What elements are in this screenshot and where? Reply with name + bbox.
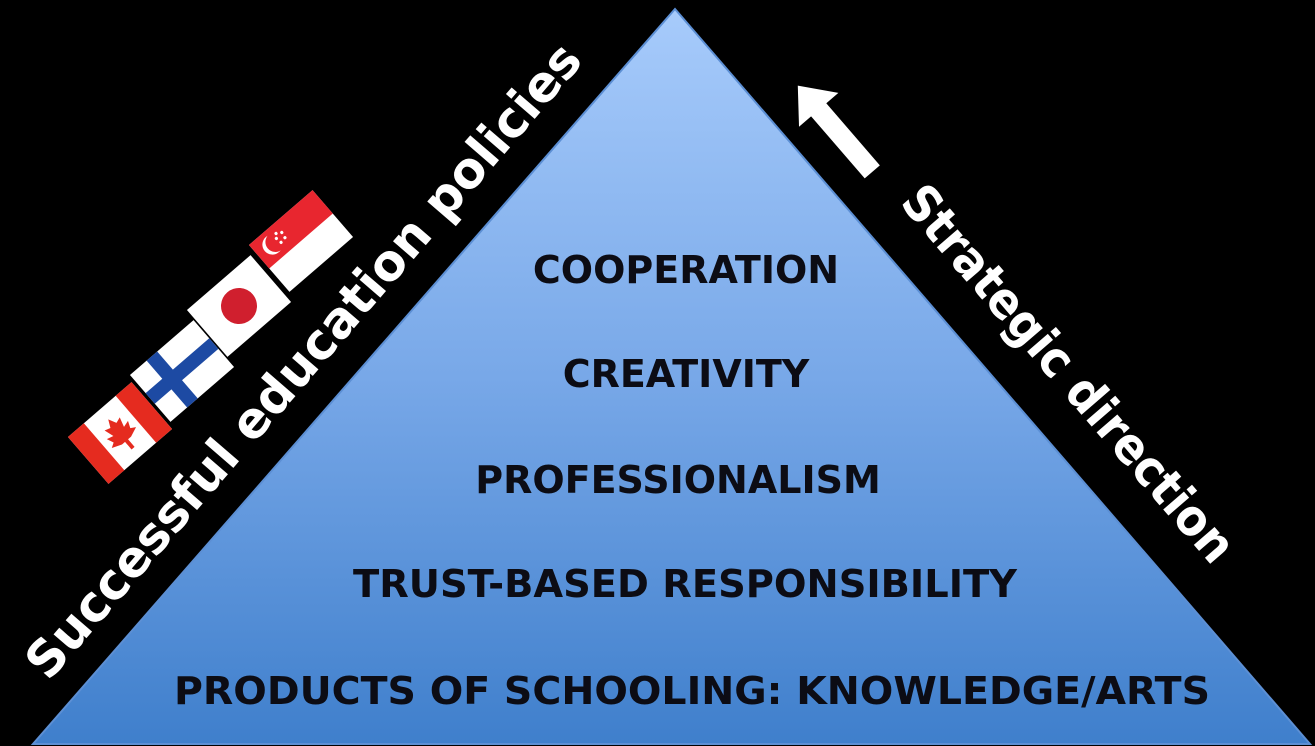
level-products-of-schooling: PRODUCTS OF SCHOOLING: KNOWLEDGE/ARTS — [174, 669, 1210, 713]
japan-flag-icon — [186, 255, 292, 357]
level-cooperation: COOPERATION — [533, 248, 839, 292]
level-professionalism: PROFESSIONALISM — [475, 458, 881, 502]
up-arrow-icon — [797, 85, 880, 179]
level-trust-based-responsibility: TRUST-BASED RESPONSIBILITY — [353, 562, 1017, 606]
canada-flag-icon — [67, 382, 173, 484]
singapore-flag-icon — [248, 190, 354, 292]
pyramid-shape — [30, 7, 1313, 745]
level-creativity: CREATIVITY — [563, 352, 810, 396]
finland-flag-icon — [129, 320, 235, 422]
